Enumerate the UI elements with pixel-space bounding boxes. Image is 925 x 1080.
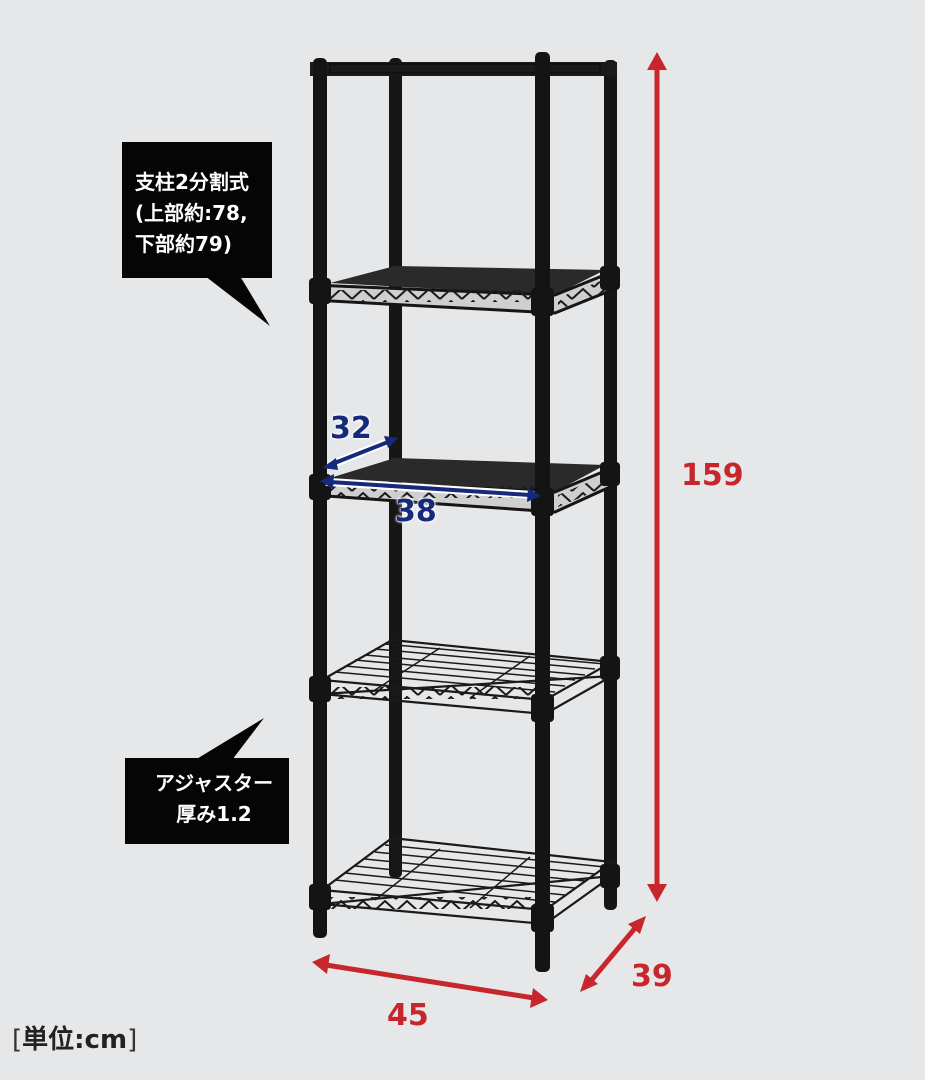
width-label: 45 [387,998,429,1033]
board-depth-arrow-inner [322,436,398,470]
unit-text: 単位:cm [22,1025,128,1055]
front-posts [309,52,620,972]
board-width-arrow-inner [320,474,541,502]
board-width-label: 38 [395,494,437,529]
shelf-board-1 [310,266,614,315]
shelf-wire-2 [319,836,616,926]
height-arrow [647,52,667,902]
callout-line: アジャスター [154,771,274,795]
shelf-wire-1 [318,638,616,716]
height-label: 159 [681,458,744,493]
callout-tail-bottom [195,718,264,760]
callout-line: 支柱2分割式 [135,170,249,194]
callout-line: (上部約:78, [135,201,248,225]
depth-arrow [580,916,646,992]
bracket-close: ] [127,1025,138,1055]
pole-split-callout: 支柱2分割式 (上部約:78, 下部約79) [122,142,272,278]
callout-line: 下部約79) [135,232,232,256]
board-depth-label: 32 [330,411,372,446]
shelf-top-frame [310,62,617,76]
adjuster-callout: アジャスター 厚み1.2 [125,758,289,844]
width-arrow [312,954,548,1008]
depth-label: 39 [631,959,673,994]
bracket-open: [ [12,1025,23,1055]
callout-tail-top [205,276,270,326]
callout-line: 厚み1.2 [176,802,252,826]
unit-label: [単位:cm] [12,1027,137,1053]
